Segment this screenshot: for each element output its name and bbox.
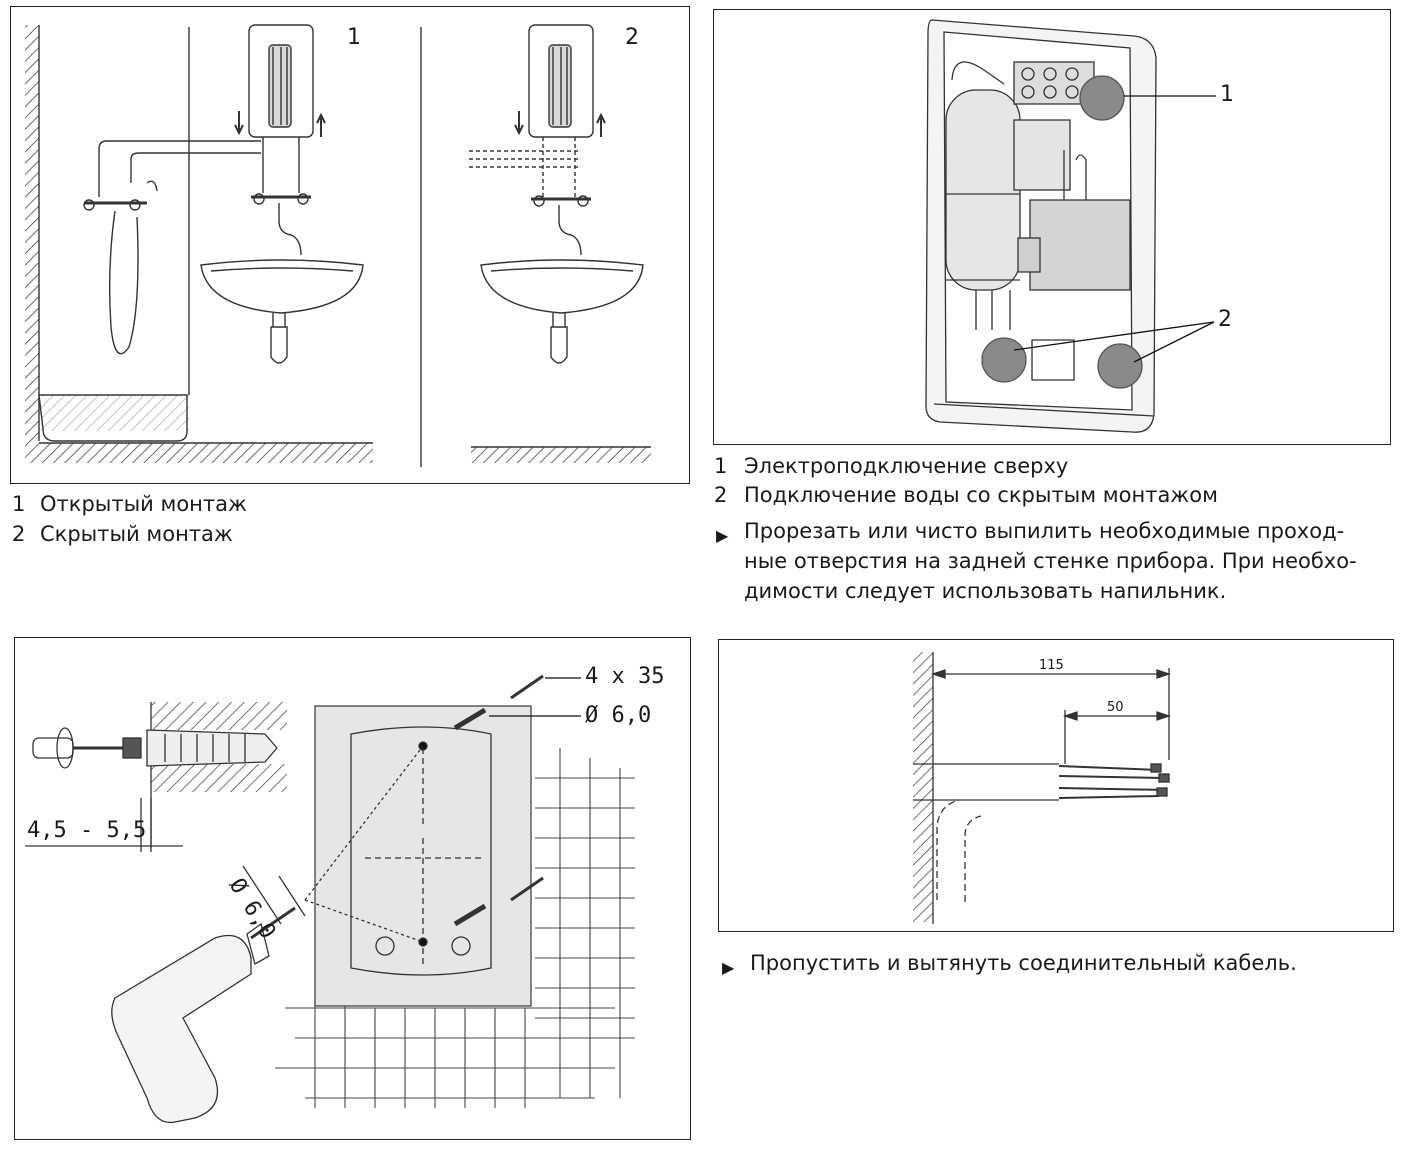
caption-text: Открытый монтаж	[40, 492, 247, 516]
figure-label-2: 2	[1218, 307, 1232, 332]
instruction-line: Прорезать или чисто выпилить необходимые…	[744, 519, 1345, 543]
dimension-115: 115	[1039, 658, 1064, 673]
caption-item-2: 2 Подключение воды со скрытым монтажом	[714, 480, 1218, 510]
figure-mounting-variants: 1 2	[10, 6, 690, 484]
figure-label-2: 2	[625, 25, 639, 50]
figure-label-1: 1	[347, 25, 361, 50]
caption-text: Скрытый монтаж	[40, 522, 233, 546]
instruction-line: ные отверстия на задней стенке прибора. …	[744, 549, 1357, 573]
instruction-cut-openings: ▶ Прорезать или чисто выпилить необходим…	[716, 516, 1396, 608]
instruction-line: димости следует использовать напильник.	[744, 579, 1227, 603]
caption-number: 1	[714, 454, 728, 478]
figure-device-interior: 1 2	[713, 9, 1391, 445]
caption-item-1: 1 Открытый монтаж	[12, 489, 247, 519]
caption-number: 2	[12, 522, 26, 546]
figure-cable: 115 50	[718, 639, 1394, 932]
caption-number: 1	[12, 492, 26, 516]
screw-size-label: 4 x 35	[585, 664, 665, 689]
depth-range-label: 4,5 - 5,5	[27, 818, 147, 843]
caption-number: 2	[714, 483, 728, 507]
instruction-line: Пропустить и вытянуть соединительный каб…	[750, 951, 1297, 975]
figure-label-1: 1	[1220, 82, 1234, 107]
caption-text: Электроподключение сверху	[744, 454, 1069, 478]
figure-drilling: 4 x 35 Ø 6,0 4,5 - 5,5 Ø 6,0	[14, 637, 691, 1140]
caption-item-2: 2 Скрытый монтаж	[12, 519, 233, 549]
dimension-50: 50	[1107, 700, 1124, 715]
mounting-illustration	[25, 24, 651, 467]
bullet-arrow-icon: ▶	[716, 526, 729, 545]
bullet-arrow-icon: ▶	[722, 958, 735, 977]
caption-text: Подключение воды со скрытым монтажом	[744, 483, 1218, 507]
device-interior-illustration	[925, 19, 1216, 433]
caption-item-1: 1 Электроподключение сверху	[714, 451, 1068, 481]
cable-illustration	[913, 652, 1172, 924]
drilling-illustration	[25, 674, 635, 1124]
dowel-diameter-label: Ø 6,0	[585, 703, 652, 728]
instruction-pull-cable: ▶ Пропустить и вытянуть соединительный к…	[722, 948, 1402, 980]
